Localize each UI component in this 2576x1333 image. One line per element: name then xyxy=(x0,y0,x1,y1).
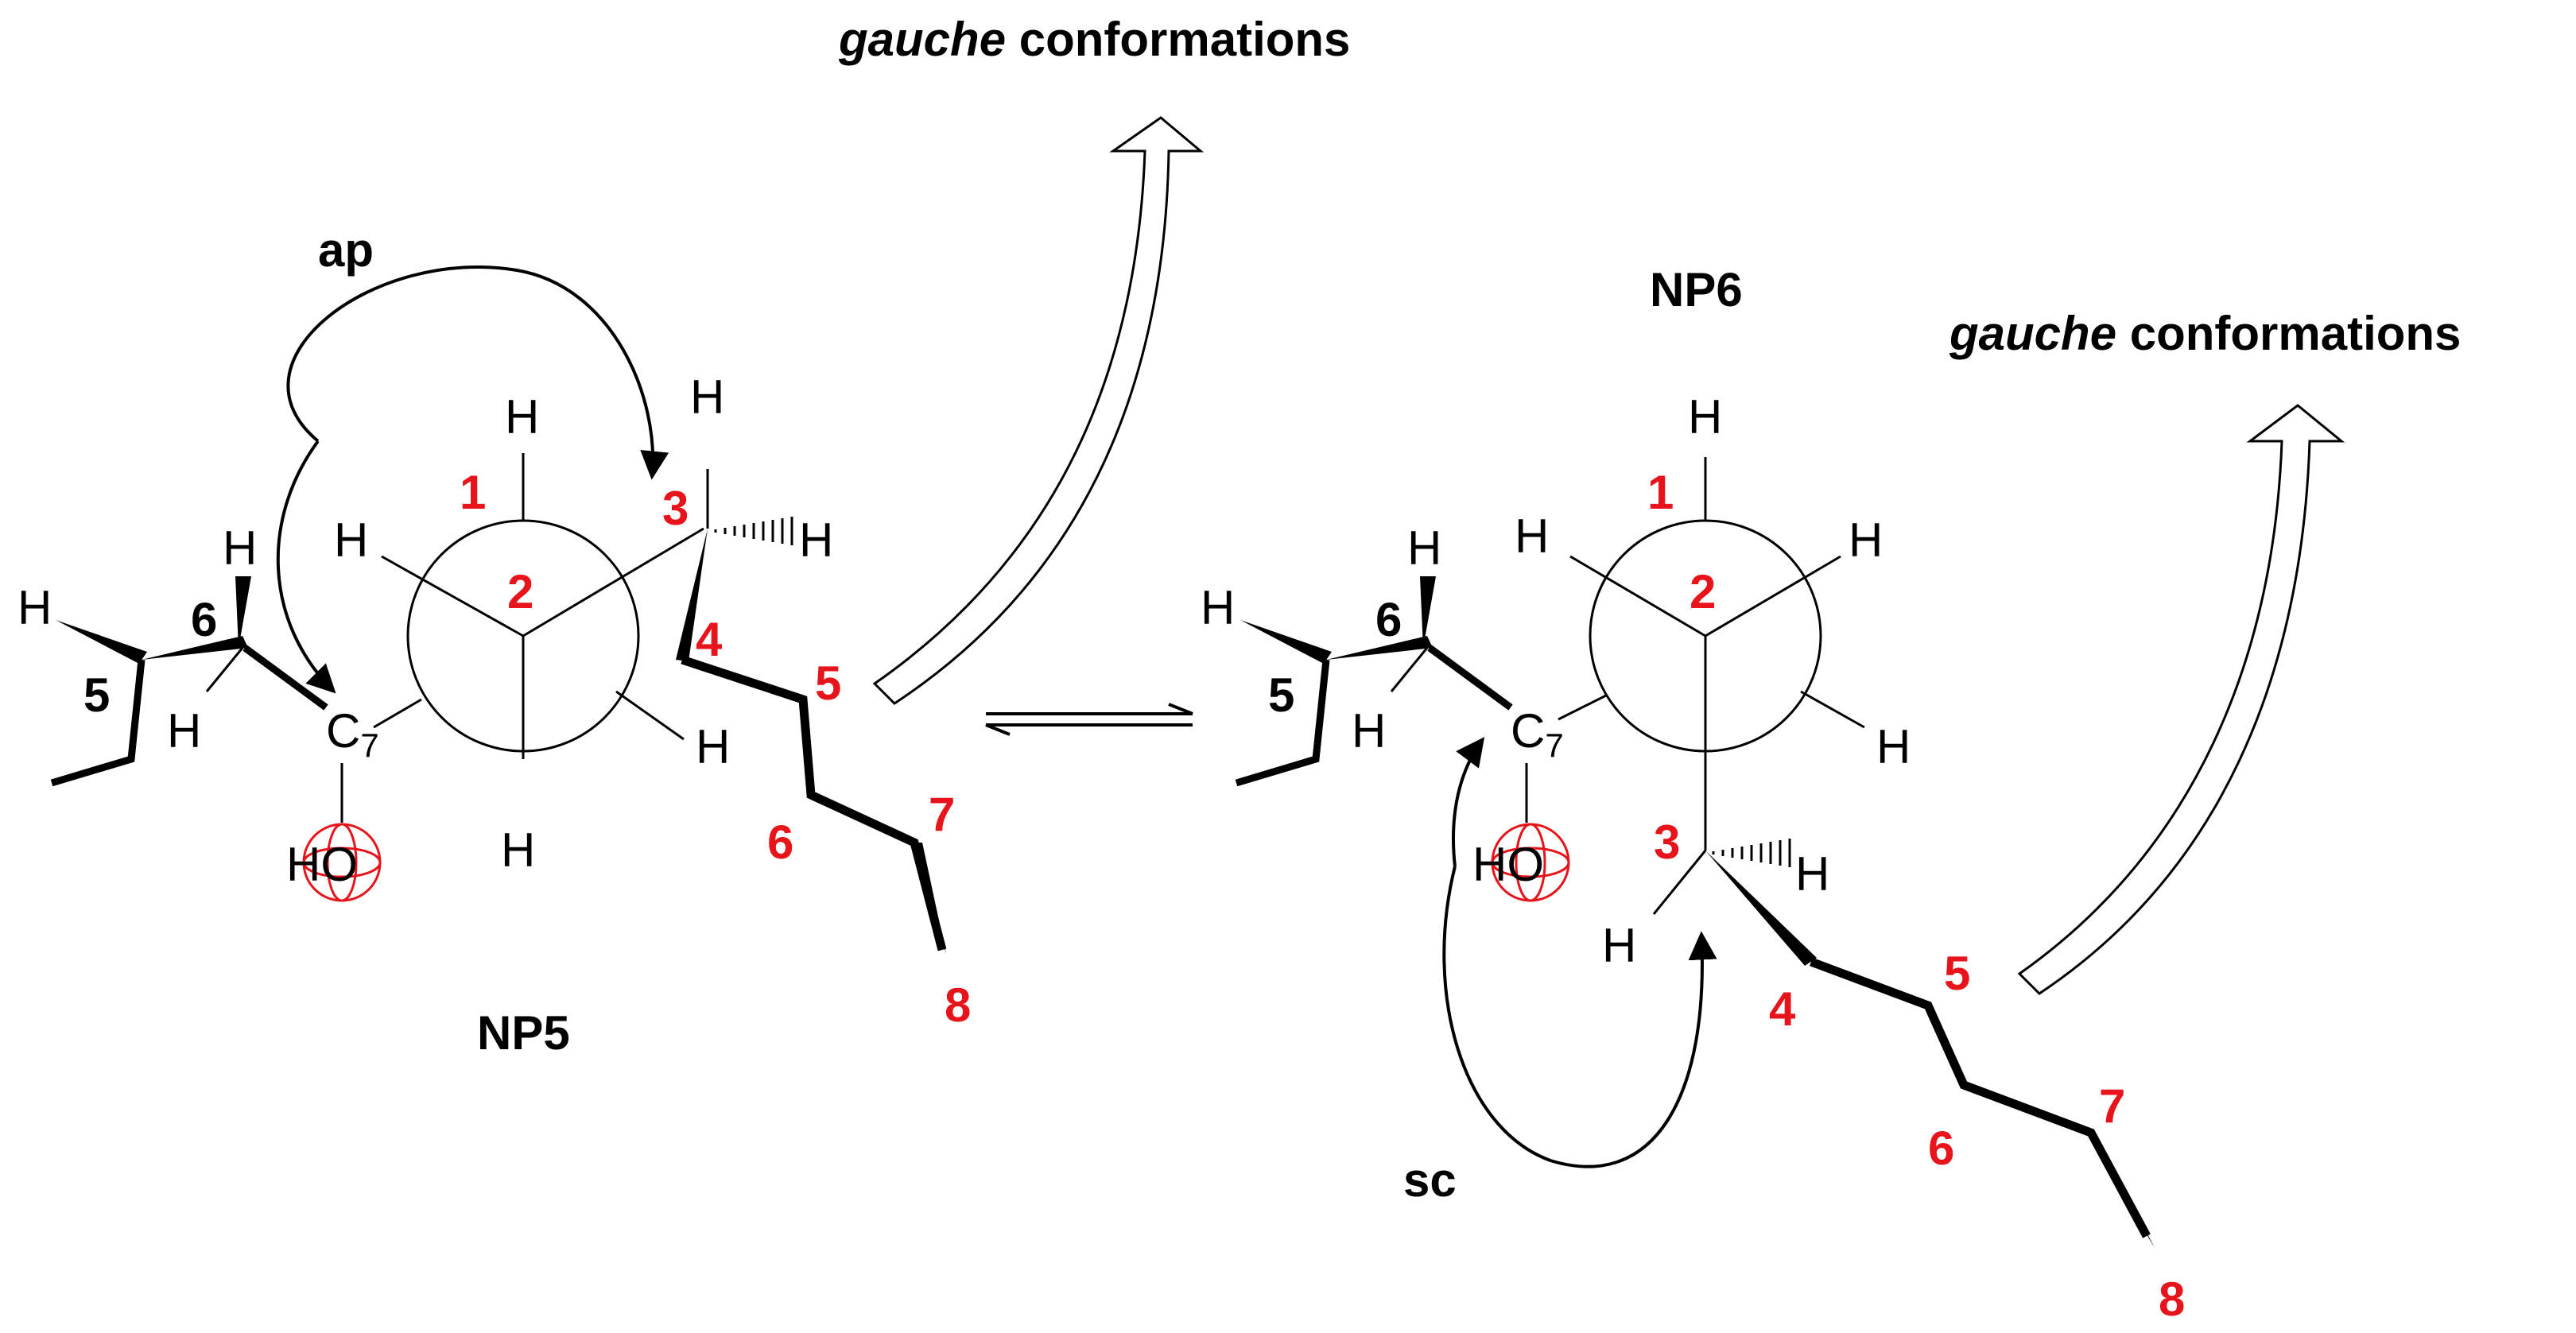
np5-orbital-icon xyxy=(302,823,382,902)
np5-h-right: H xyxy=(696,720,730,773)
np6-bond-h6-bottom xyxy=(1390,647,1429,692)
np5-h3-right: H xyxy=(799,513,833,567)
np6-h-right: H xyxy=(1849,513,1883,567)
np6-alkyl-chain xyxy=(1810,957,2151,1238)
sc-arrow xyxy=(1442,866,1717,1168)
np6-oh: HO xyxy=(1472,838,1544,891)
np6-h6-top: H xyxy=(1407,521,1441,575)
np5-num-3: 3 xyxy=(662,482,689,535)
np5-chain-5: 5 xyxy=(815,657,841,710)
np5-bond-h6-bottom xyxy=(205,647,244,692)
np5-h3-top: H xyxy=(690,370,724,424)
np5-h-left: H xyxy=(334,513,368,567)
np5-h-bottom: H xyxy=(501,823,535,877)
sc-arrow-tail xyxy=(1452,737,1485,867)
np5-label: NP5 xyxy=(477,1006,570,1060)
np6-wedge-h6 xyxy=(1420,576,1436,648)
np6-chain-8: 8 xyxy=(2159,1273,2185,1326)
np5-h5: H xyxy=(17,581,52,634)
np6-h-left: H xyxy=(1515,510,1549,563)
np6-wedge-h5 xyxy=(1240,620,1332,664)
np6-num-2: 2 xyxy=(1690,565,1716,618)
back-bond-left xyxy=(1558,694,1607,721)
np5-chain-6: 6 xyxy=(767,816,793,869)
np5-chain-7: 7 xyxy=(929,788,955,841)
front-bond-right xyxy=(1705,555,1841,637)
np5-wedge-c6 xyxy=(142,636,248,660)
np5-c7: C7 xyxy=(326,704,379,764)
back-bond-right xyxy=(615,690,685,741)
np6-bond-h3-left xyxy=(1652,850,1707,915)
front-bond-left xyxy=(1569,555,1706,637)
np6-num-1: 1 xyxy=(1647,466,1674,519)
back-bond-left xyxy=(373,698,422,729)
np6-label: NP6 xyxy=(1650,263,1743,316)
front-bond-to-3 xyxy=(522,527,704,637)
chain-wedge-3-4 xyxy=(676,529,708,661)
np6-h-top: H xyxy=(1688,390,1722,444)
np6-hollow-arrow xyxy=(2017,404,2345,995)
np5-side-bonds xyxy=(50,659,145,787)
np6-chain-wedge-3-4 xyxy=(1705,851,1817,966)
np6-orbital-icon xyxy=(1491,823,1570,902)
np6-h3-left: H xyxy=(1602,919,1636,972)
np6-chain-4: 4 xyxy=(1769,982,1796,1036)
np5-h6-top: H xyxy=(223,521,257,575)
c3-hash-bond xyxy=(714,517,793,545)
np5-chain-4: 4 xyxy=(696,613,723,666)
np5-num5: 5 xyxy=(83,668,110,722)
np6-chain-7: 7 xyxy=(2099,1079,2125,1133)
np6-num-3: 3 xyxy=(1654,816,1680,869)
np6-num5: 5 xyxy=(1268,668,1294,722)
np6-num6: 6 xyxy=(1375,593,1402,646)
sc-label: sc xyxy=(1403,1153,1457,1207)
np6-h5: H xyxy=(1201,581,1235,634)
np6-chain-6: 6 xyxy=(1928,1122,1954,1175)
np5-num6: 6 xyxy=(191,593,217,646)
ap-arrow xyxy=(286,265,669,480)
np6-structure: NP6 gauche conformations H H H H 1 2 3 xyxy=(1201,263,2461,1326)
np5-bond-c6-c7 xyxy=(242,645,328,711)
np5-h-top: H xyxy=(505,390,539,444)
np6-h3-right: H xyxy=(1795,847,1829,901)
np6-chain-5: 5 xyxy=(1944,947,1970,1000)
chain-wedge-7-8 xyxy=(910,843,946,954)
np5-structure: ap H H H H 1 2 3 H H xyxy=(17,223,971,1060)
np6-wedge-c6 xyxy=(1326,636,1433,660)
np5-num-1: 1 xyxy=(460,466,486,519)
ap-label: ap xyxy=(318,223,374,277)
back-bond-right xyxy=(1800,690,1865,729)
front-bond-left xyxy=(381,555,524,637)
np5-num-2: 2 xyxy=(507,565,533,618)
np6-bond-c6-c7 xyxy=(1427,645,1513,711)
np6-h6-bottom: H xyxy=(1352,704,1386,758)
ap-arrow-tail xyxy=(276,440,336,694)
np5-wedge-h6 xyxy=(235,576,251,648)
equilibrium-arrows xyxy=(985,703,1193,736)
gauche-title-left: gauche conformations xyxy=(838,13,1350,66)
np6-c3-hash-bond xyxy=(1712,839,1791,867)
np5-hollow-arrow xyxy=(872,116,1205,705)
gauche-title-right: gauche conformations xyxy=(1949,307,2461,360)
np5-oh: HO xyxy=(286,838,358,891)
np6-c7: C7 xyxy=(1511,704,1564,764)
np5-chain-8: 8 xyxy=(945,978,971,1032)
np6-chain-wedge-7-8 xyxy=(2085,1130,2155,1248)
np5-h6-bottom: H xyxy=(167,704,201,758)
np6-side-bonds xyxy=(1235,659,1330,787)
np5-wedge-h5 xyxy=(56,620,147,664)
np5-alkyl-chain xyxy=(681,655,947,951)
np6-h-lower-right: H xyxy=(1876,720,1911,773)
